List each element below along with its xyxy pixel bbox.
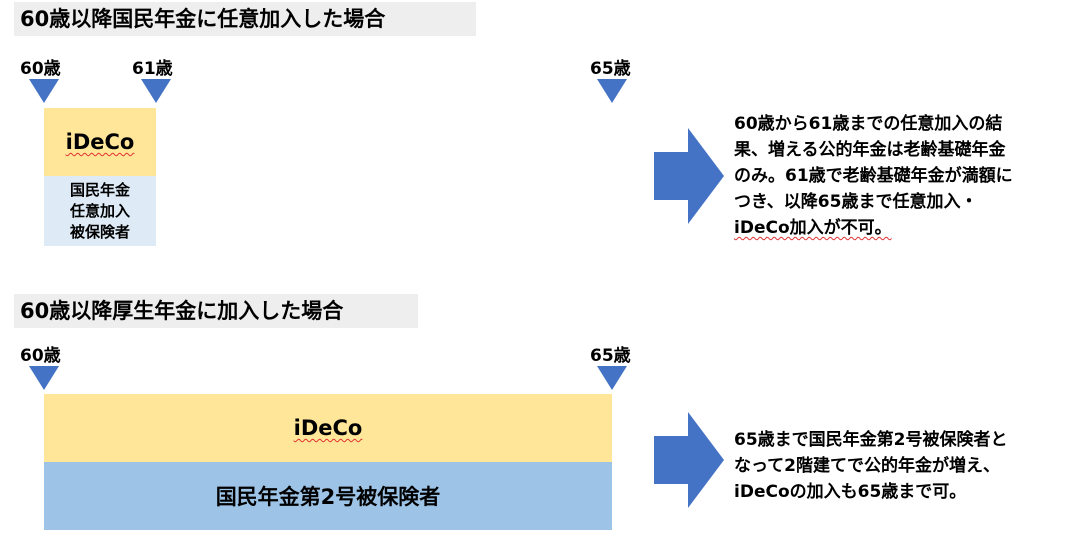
section1-member-box: 国民年金 任意加入 被保険者 [44,176,156,246]
section2-age-65: 65歳 [590,346,631,366]
section1-age-65: 65歳 [590,59,631,79]
section1-note-line: 60歳から61歳までの任意加入の結 [734,114,1003,134]
section2-note-line: なって2階建てで公的年金が増え、 [734,456,1000,476]
section2-marker-65 [597,366,627,390]
section1-ideco-label: iDeCo [65,130,135,154]
section1-member-line: 被保険者 [69,222,130,241]
section2-member-box: 国民年金第2号被保険者 [44,462,612,530]
section1-note: 60歳から61歳までの任意加入の結 果、増える公的年金は老齢基礎年金 のみ。61… [734,111,1013,241]
section2-note-line: iDeCoの加入も65歳まで可。 [734,482,967,502]
section1-marker-61 [141,79,171,103]
section1-member-line: 国民年金 [69,180,130,199]
section2-ideco-label: iDeCo [293,416,363,440]
section2-ideco-box: iDeCo [44,394,612,462]
section1-note-line: iDeCo加入が不可。 [734,218,892,238]
section1-marker-60 [29,79,59,103]
section2-arrow-right-icon [654,412,724,508]
section1-title: 60歳以降国民年金に任意加入した場合 [14,2,476,36]
section2-marker-60 [29,366,59,390]
section2-age-60: 60歳 [20,346,61,366]
section1-age-61: 61歳 [132,59,173,79]
section2-title: 60歳以降厚生年金に加入した場合 [14,294,418,328]
section1-arrow-right-icon [654,128,724,224]
section2-note-line: 65歳まで国民年金第2号被保険者と [734,430,1008,450]
section1-note-line: のみ。61歳で老齢基礎年金が満額に [734,166,1013,186]
section1-note-line: 果、増える公的年金は老齢基礎年金 [734,140,1006,160]
section2-member-label: 国民年金第2号被保険者 [215,485,441,509]
section2-note: 65歳まで国民年金第2号被保険者と なって2階建てで公的年金が増え、 iDeCo… [734,427,1008,505]
section1-age-60: 60歳 [20,59,61,79]
section1-ideco-box: iDeCo [44,108,156,176]
section1-marker-65 [597,79,627,103]
section1-member-line: 任意加入 [69,201,130,220]
section1-note-line: つき、以降65歳まで任意加入・ [734,192,978,212]
